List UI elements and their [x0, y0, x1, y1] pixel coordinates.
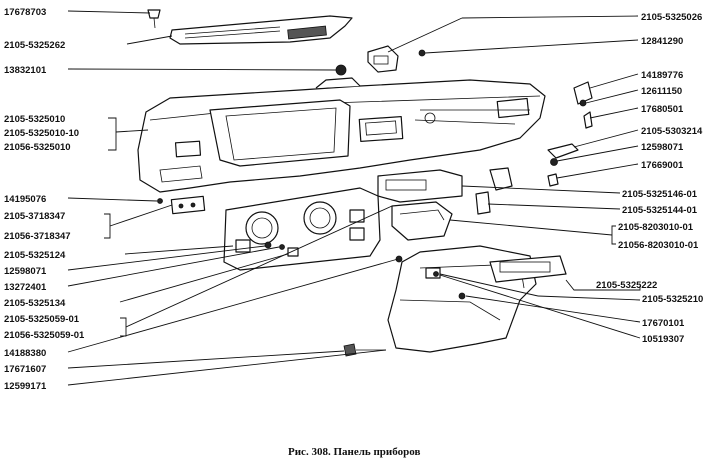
label-2105-5303214: 2105-5303214	[641, 126, 703, 137]
label-14195076: 14195076	[4, 194, 46, 205]
radio-panel-2105-5325146	[377, 167, 513, 215]
label-2105-5325222: 2105-5325222	[596, 280, 657, 291]
small-clip-parts-right	[547, 81, 593, 187]
label-2105-5325124: 2105-5325124	[4, 250, 66, 261]
label-14188380: 14188380	[4, 348, 46, 359]
label-2105-3718347: 2105-3718347	[4, 211, 65, 222]
label-2105-5325010-10: 2105-5325010-10	[4, 128, 79, 139]
label-21056-5325059-01: 21056-5325059-01	[4, 330, 85, 341]
label-17671607: 17671607	[4, 364, 46, 375]
label-12841290: 12841290	[641, 36, 683, 47]
label-12598071-left: 12598071	[4, 266, 47, 277]
label-17669001: 17669001	[641, 160, 684, 171]
label-14189776: 14189776	[641, 70, 683, 81]
instrument-cluster-housing	[223, 187, 381, 271]
label-2105-5325210: 2105-5325210	[642, 294, 703, 305]
leader-lines	[67, 10, 641, 386]
label-2105-5325146-01: 2105-5325146-01	[622, 189, 698, 200]
label-12599171: 12599171	[4, 381, 47, 392]
label-12611150: 12611150	[641, 86, 682, 97]
label-17678703: 17678703	[4, 7, 46, 18]
bracket-2105-5325026	[367, 45, 399, 73]
label-2105-5325026: 2105-5325026	[641, 12, 702, 23]
label-2105-5325010: 2105-5325010	[4, 114, 65, 125]
label-13832101: 13832101	[4, 65, 47, 76]
label-2105-5325134: 2105-5325134	[4, 298, 66, 309]
label-17680501: 17680501	[641, 104, 684, 115]
label-2105-5325262: 2105-5325262	[4, 40, 65, 51]
plug-13832101	[335, 64, 347, 76]
ashtray-cup	[391, 201, 453, 241]
labels-left: 17678703 2105-5325262 13832101 2105-5325…	[4, 7, 85, 392]
nut-12841290	[418, 49, 426, 57]
label-13272401: 13272401	[4, 282, 47, 293]
label-17670101: 17670101	[642, 318, 685, 329]
console-body	[387, 245, 567, 353]
screw-17678703	[147, 9, 161, 29]
label-10519307: 10519307	[642, 334, 684, 345]
label-21056-5325010: 21056-5325010	[4, 142, 71, 153]
label-21056-8203010-01: 21056-8203010-01	[618, 240, 699, 251]
left-switch-block	[157, 195, 206, 215]
instrument-panel-body	[137, 77, 546, 193]
label-2105-8203010-01: 2105-8203010-01	[618, 222, 694, 233]
label-2105-5325144-01: 2105-5325144-01	[622, 205, 698, 216]
label-12598071-right: 12598071	[641, 142, 684, 153]
defroster-grille	[169, 15, 353, 45]
labels-right: 2105-5325026 12841290 14189776 12611150 …	[596, 12, 703, 345]
screw-12599171	[343, 343, 386, 357]
label-21056-3718347: 21056-3718347	[4, 231, 71, 242]
label-2105-5325059-01: 2105-5325059-01	[4, 314, 80, 325]
figure-caption: Рис. 308. Панель приборов	[288, 446, 420, 458]
